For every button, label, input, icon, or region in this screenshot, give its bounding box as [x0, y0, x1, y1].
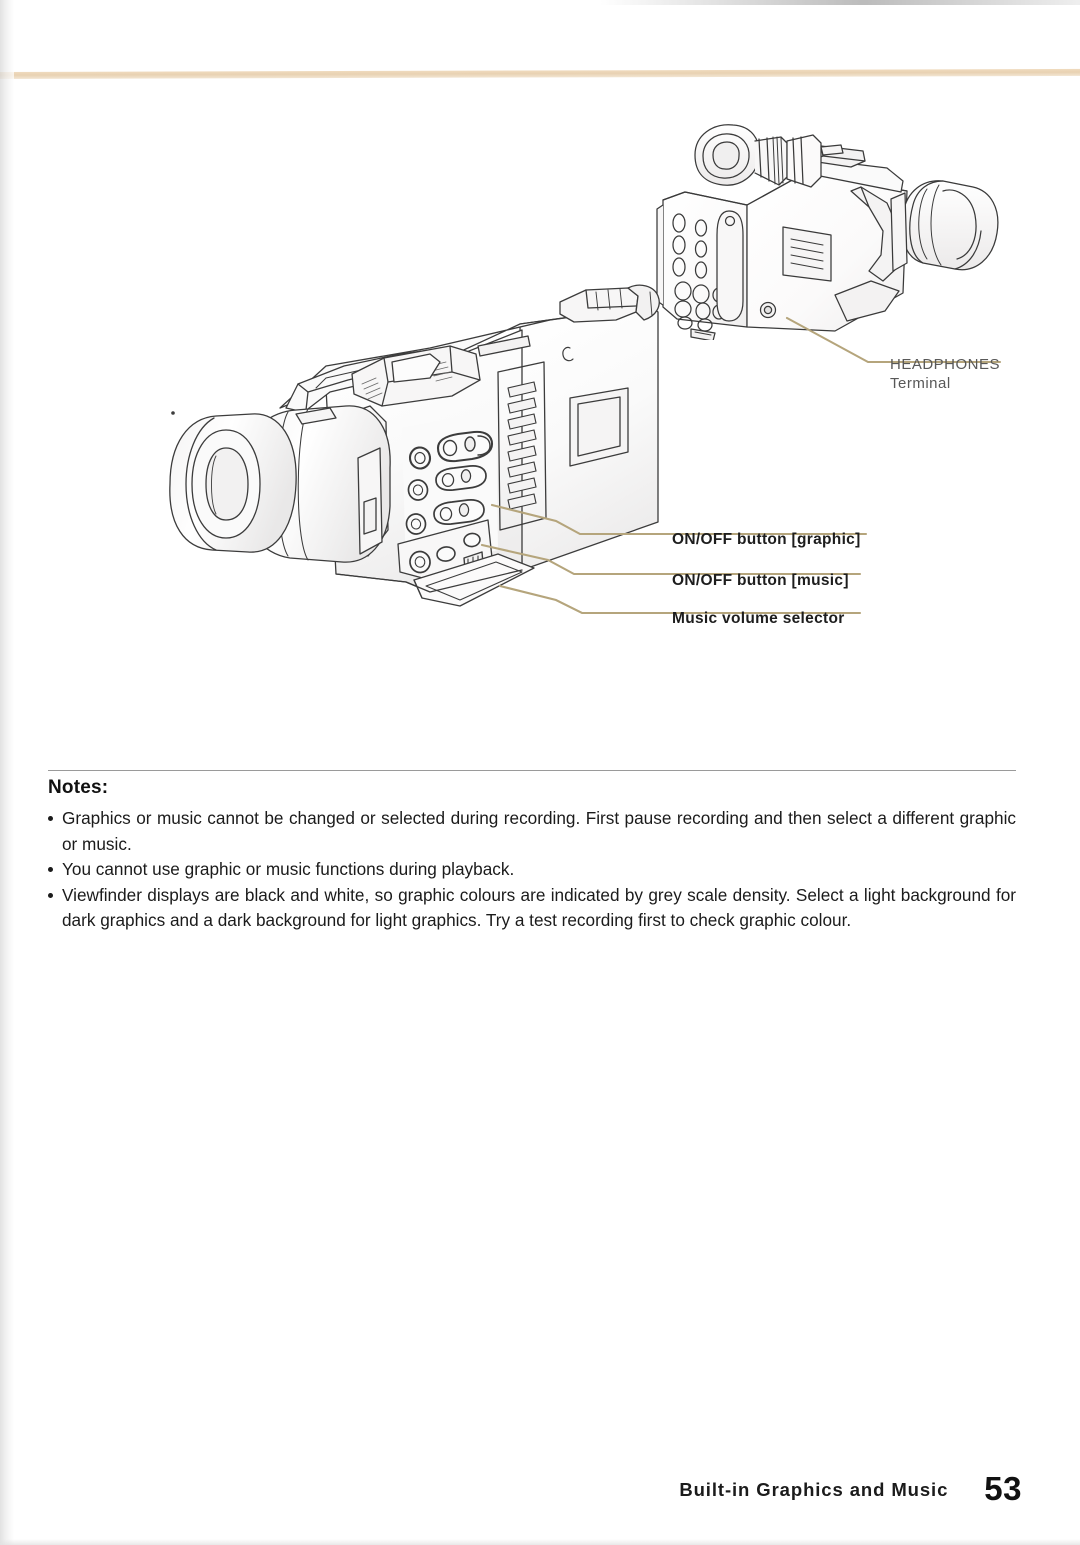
notes-list: Graphics or music cannot be changed or s… — [46, 806, 1016, 934]
notes-divider-rule — [48, 770, 1016, 771]
callout-headphones-line2: Terminal — [890, 375, 951, 392]
scan-artifact-top-band — [0, 68, 1080, 79]
scan-artifact-left-edge — [0, 0, 14, 1545]
callout-onoff-button-music: ON/OFF button [music] — [672, 572, 849, 589]
footer-section-title: Built-in Graphics and Music — [679, 1479, 949, 1500]
camcorder-main-illustration — [169, 284, 660, 607]
note-item: Viewfinder displays are black and white,… — [46, 883, 1016, 934]
scan-artifact-bottom-edge — [0, 1539, 1080, 1545]
page-number: 53 — [984, 1470, 1022, 1507]
callout-music-volume-selector: Music volume selector — [672, 610, 845, 627]
scan-artifact-top-edge — [600, 0, 1080, 5]
notes-heading: Notes: — [48, 777, 109, 798]
camcorder-rear-illustration — [656, 124, 999, 340]
callout-onoff-button-graphic: ON/OFF button [graphic] — [672, 531, 861, 548]
callout-headphones-line1: HEADPHONES — [890, 356, 1001, 373]
note-item: Graphics or music cannot be changed or s… — [46, 806, 1016, 857]
page-footer: Built-in Graphics and Music 53 — [0, 1466, 1022, 1507]
callout-headphones-terminal: HEADPHONES Terminal — [890, 356, 1000, 392]
note-item: You cannot use graphic or music function… — [46, 857, 1016, 883]
